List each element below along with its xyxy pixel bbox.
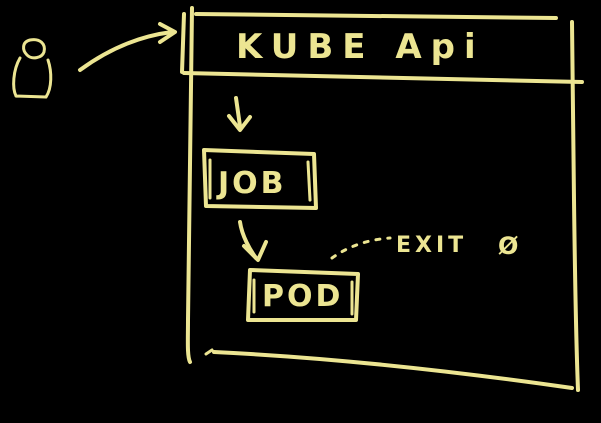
kube-api-box xyxy=(180,6,584,392)
job-to-pod-arrow xyxy=(238,220,268,262)
api-label: KUBE Api xyxy=(236,27,485,67)
job-box xyxy=(202,148,318,210)
pod-label: POD xyxy=(262,279,343,314)
exit-label: EXIT xyxy=(396,233,467,258)
exit-code: Ø xyxy=(498,232,518,260)
exit-dotted-line xyxy=(330,236,392,260)
user-icon xyxy=(12,38,53,99)
user-to-api-arrow xyxy=(78,22,177,72)
api-to-job-arrow xyxy=(227,96,252,132)
pod-box xyxy=(246,268,360,322)
job-label: JOB xyxy=(216,166,287,201)
